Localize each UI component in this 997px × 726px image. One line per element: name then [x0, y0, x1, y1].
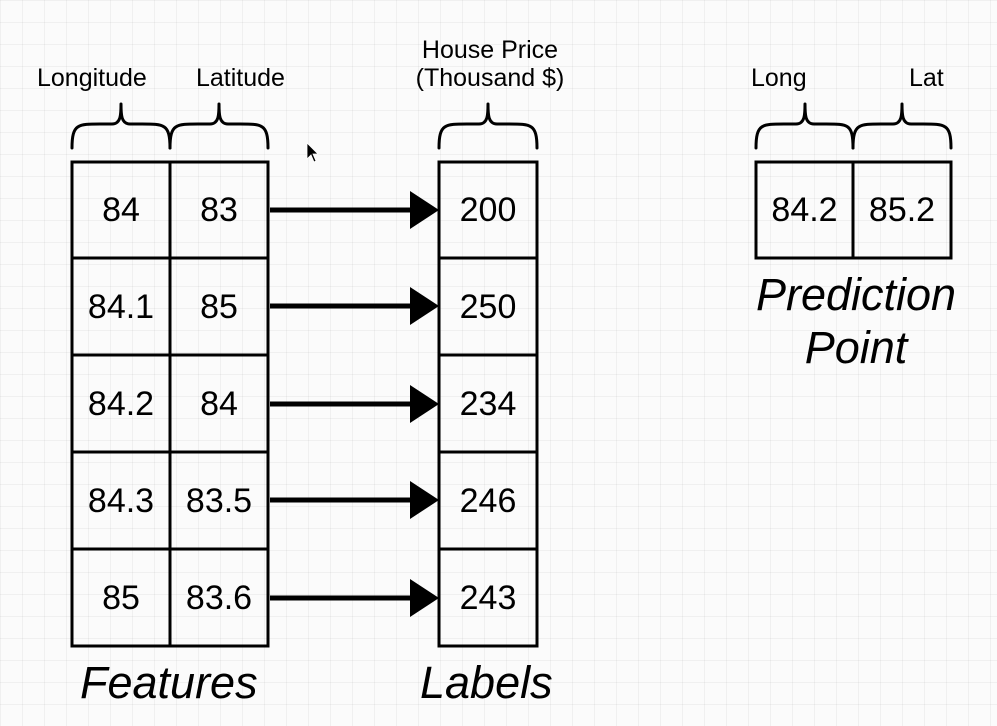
house-price-cell: 243 — [459, 578, 517, 617]
right-arrow-icon — [270, 385, 439, 423]
house-price-cell: 246 — [459, 481, 517, 520]
prediction-caption-line1: Prediction — [755, 269, 957, 320]
longitude-cell: 85 — [102, 578, 140, 617]
latitude-cell: 85 — [200, 287, 238, 326]
latitude-cell: 83.5 — [185, 481, 253, 520]
latitude-cell: 83.6 — [185, 578, 253, 617]
house-price-header-line2: (Thousand $) — [415, 64, 565, 92]
lat-header: Lat — [909, 64, 944, 92]
labels-caption: Labels — [420, 657, 553, 708]
right-arrow-icon — [270, 579, 439, 617]
longitude-header: Longitude — [37, 64, 147, 92]
right-arrow-icon — [270, 287, 439, 325]
house-price-brace-icon — [437, 102, 539, 150]
right-arrow-icon — [270, 191, 439, 229]
longitude-brace-icon — [70, 102, 172, 150]
prediction-lat-cell: 85.2 — [868, 191, 936, 229]
prediction-long-cell: 84.2 — [771, 191, 838, 229]
prediction-point-caption: Prediction Point — [736, 272, 976, 370]
mouse-pointer-icon — [306, 142, 319, 163]
house-price-header-line1: House Price — [421, 36, 559, 64]
latitude-cell: 83 — [200, 191, 238, 229]
features-table-grid — [70, 160, 270, 648]
long-header: Long — [751, 64, 807, 92]
longitude-cell: 84.1 — [87, 287, 155, 326]
right-arrow-icon — [270, 481, 439, 519]
longitude-cell: 84.3 — [87, 481, 155, 520]
house-price-cell: 234 — [459, 384, 517, 423]
features-caption: Features — [80, 657, 258, 708]
longitude-cell: 84 — [102, 191, 140, 229]
arrows — [270, 191, 439, 617]
latitude-cell: 84 — [200, 384, 238, 423]
latitude-header: Latitude — [196, 64, 285, 92]
house-price-header: House Price (Thousand $) — [398, 38, 582, 91]
long-brace-icon — [754, 102, 855, 150]
house-price-cell: 250 — [459, 287, 517, 326]
longitude-cell: 84.2 — [87, 384, 155, 423]
latitude-brace-icon — [168, 102, 270, 150]
prediction-table-grid — [754, 160, 953, 260]
prediction-caption-line2: Point — [804, 322, 908, 373]
house-price-cell: 200 — [459, 191, 517, 229]
lat-brace-icon — [851, 102, 953, 150]
